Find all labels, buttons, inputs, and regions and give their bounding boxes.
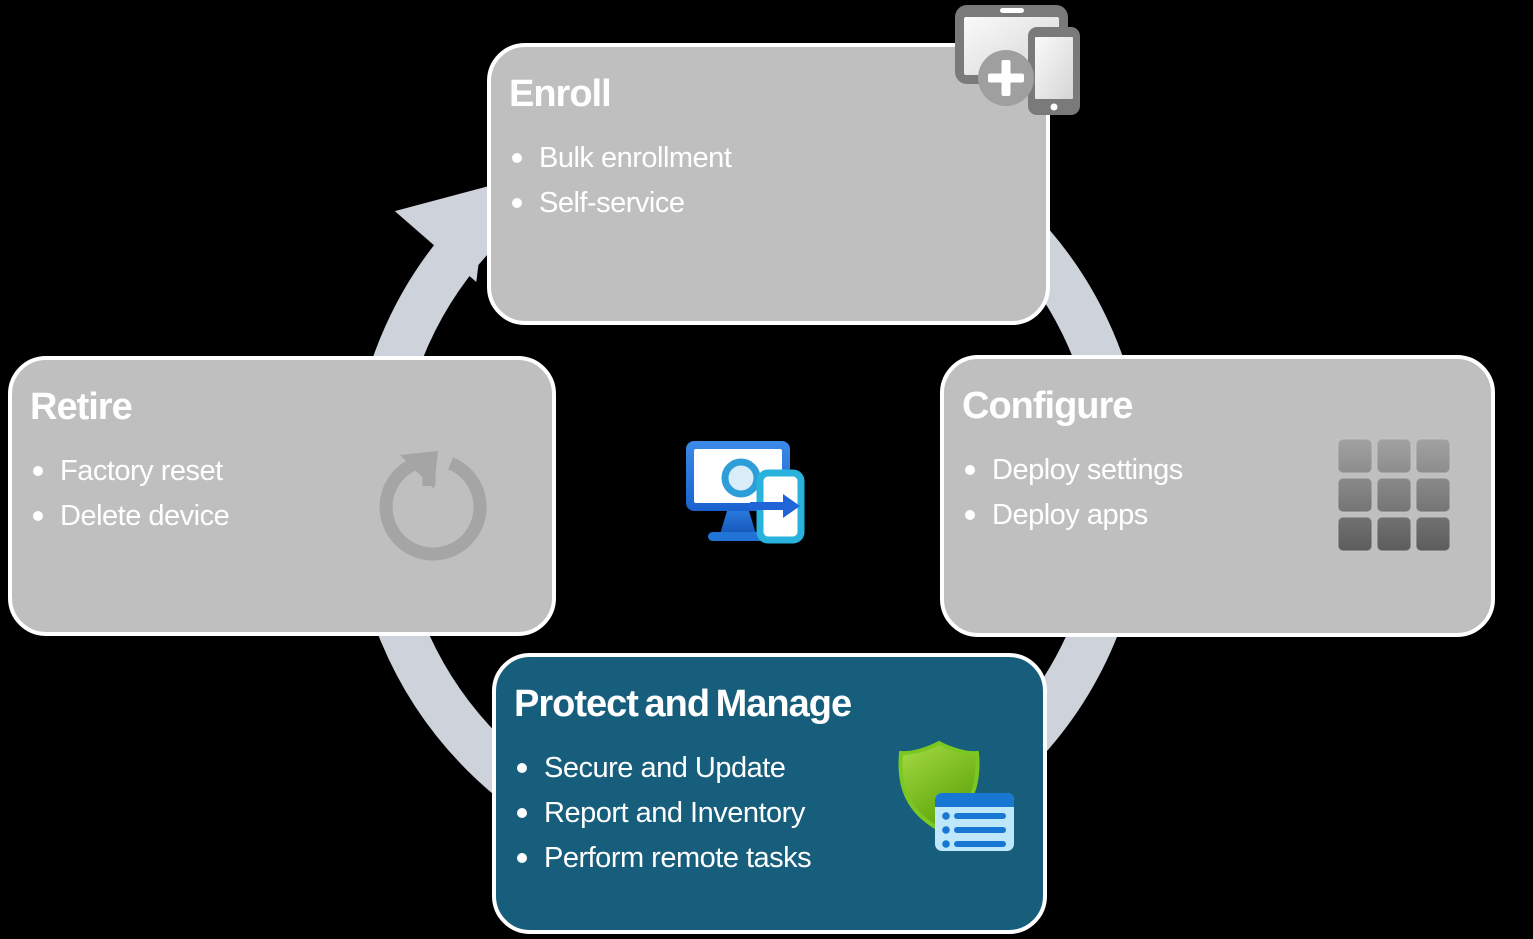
bullet-item: Secure and Update bbox=[514, 746, 1017, 791]
bullet-text: Deploy apps bbox=[992, 499, 1148, 531]
configure-title: Configure bbox=[962, 385, 1133, 427]
configure-bullet-list: Deploy settings Deploy apps bbox=[962, 448, 1465, 538]
reset-arrowhead bbox=[400, 451, 438, 489]
shield-checklist-icon bbox=[898, 740, 1014, 851]
bullet-text: Report and Inventory bbox=[544, 797, 805, 829]
retire-card: Retire Factory reset Delete device bbox=[8, 356, 556, 636]
bullet-item: Deploy apps bbox=[962, 493, 1465, 538]
protect-bullet-list: Secure and Update Report and Inventory P… bbox=[514, 746, 1017, 881]
phone-glyph bbox=[1028, 27, 1080, 115]
add-devices-icon bbox=[955, 5, 1080, 115]
checklist-glyph bbox=[935, 793, 1014, 851]
bullet-text: Delete device bbox=[60, 500, 230, 532]
enroll-card: Enroll Bulk enrollment Self-service bbox=[487, 43, 1050, 325]
bullet-item: Self-service bbox=[509, 181, 1020, 226]
intune-monitor-tablet-icon bbox=[686, 441, 805, 544]
bullet-item: Bulk enrollment bbox=[509, 136, 1020, 181]
bullet-item: Report and Inventory bbox=[514, 791, 1017, 836]
bullet-text: Self-service bbox=[539, 187, 685, 219]
bullet-item: Delete device bbox=[30, 494, 526, 539]
bullet-item: Deploy settings bbox=[962, 448, 1465, 493]
bullet-text: Secure and Update bbox=[544, 752, 786, 784]
cycle-arrowhead-icon bbox=[394, 186, 489, 283]
protect-title: Protect and Manage bbox=[514, 683, 852, 725]
bullet-text: Factory reset bbox=[60, 455, 223, 487]
sync-arrow-glyph bbox=[750, 494, 800, 518]
reset-arc bbox=[379, 453, 487, 561]
bullet-text: Bulk enrollment bbox=[539, 142, 732, 174]
bullet-item: Perform remote tasks bbox=[514, 836, 1017, 881]
grid-cells bbox=[1337, 438, 1451, 552]
bullet-text: Deploy settings bbox=[992, 454, 1183, 486]
enroll-bullet-list: Bulk enrollment Self-service bbox=[509, 136, 1020, 226]
enroll-title: Enroll bbox=[509, 73, 612, 115]
app-grid-icon bbox=[1337, 438, 1451, 552]
bullet-text: Perform remote tasks bbox=[544, 842, 812, 874]
protect-and-manage-card: Protect and Manage Secure and Update Rep… bbox=[492, 653, 1047, 934]
plus-circle-glyph bbox=[978, 50, 1034, 106]
retire-title: Retire bbox=[30, 386, 133, 428]
reset-icon bbox=[379, 451, 487, 561]
circle-glyph bbox=[721, 458, 761, 498]
bullet-item: Factory reset bbox=[30, 449, 526, 494]
retire-bullet-list: Factory reset Delete device bbox=[30, 449, 526, 539]
